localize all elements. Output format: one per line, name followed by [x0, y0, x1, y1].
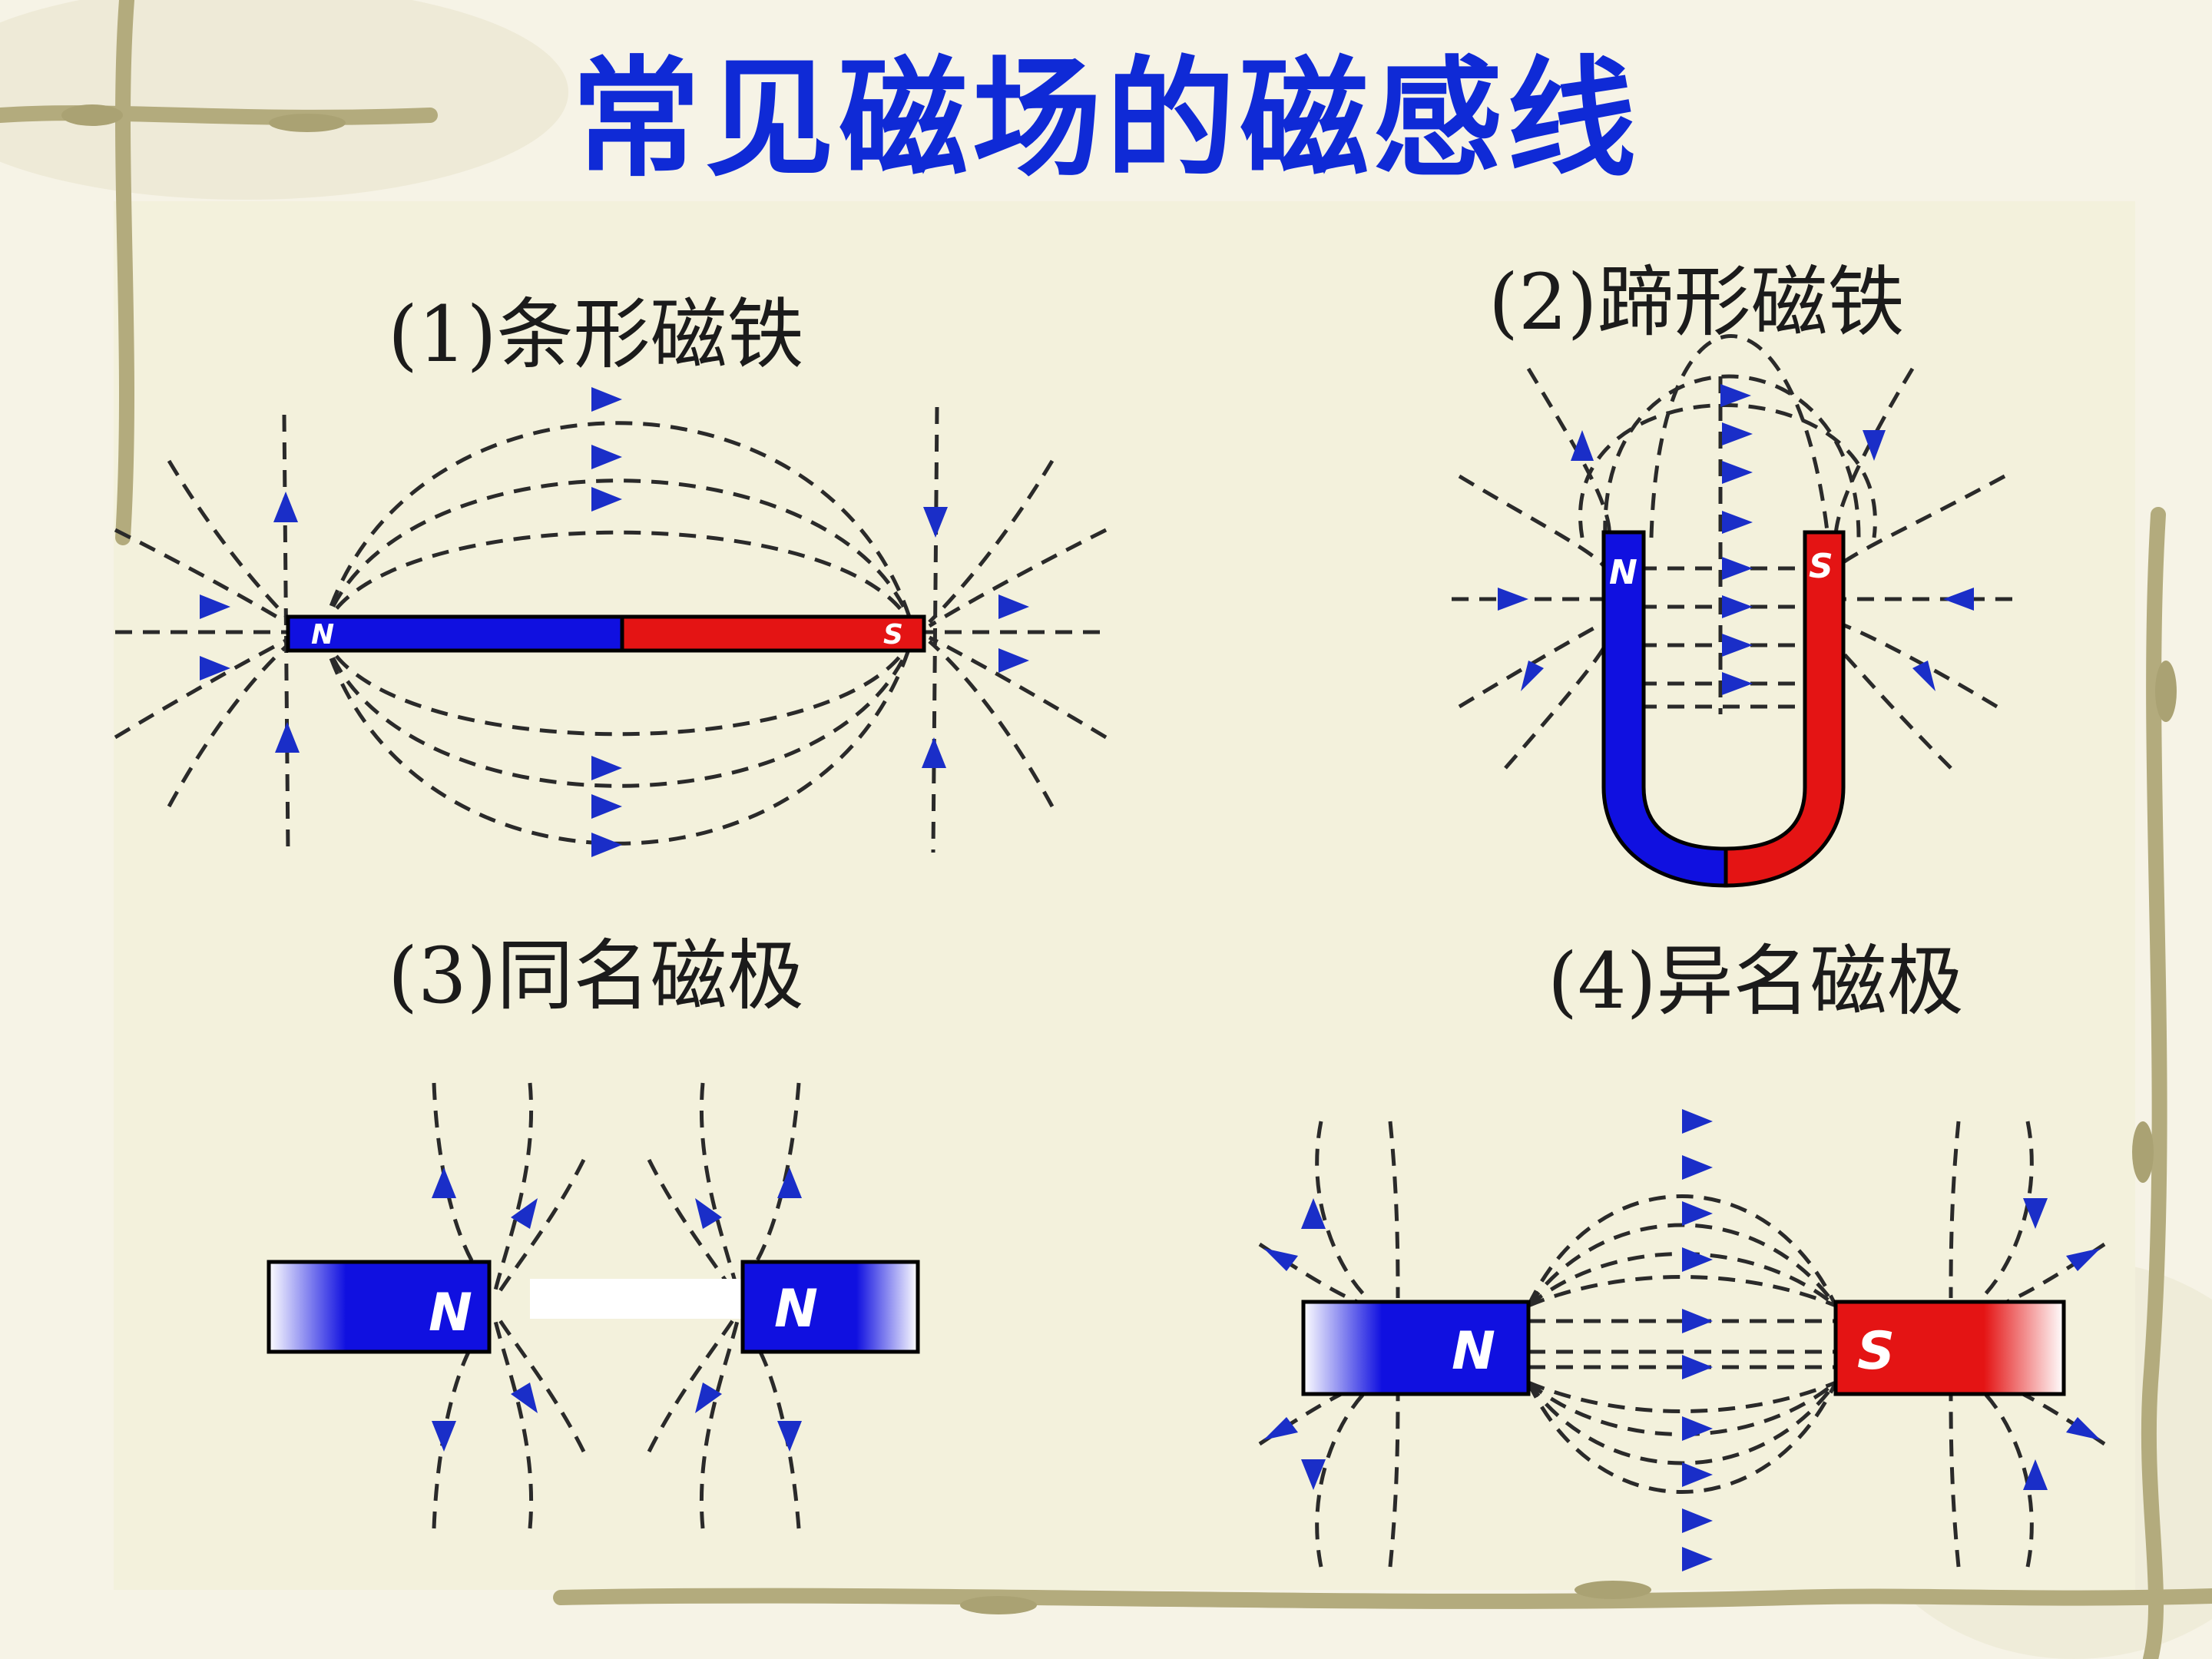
slide-title: 常见磁场的磁感线: [571, 42, 1641, 194]
horseshoe-magnet: N S: [1601, 530, 1846, 888]
bar-magnet-south-half: [620, 614, 926, 653]
like-left-pole-n: N: [429, 1283, 472, 1343]
unlike-pole-magnets: N S: [1301, 1300, 2066, 1396]
horseshoe-south-arm: [1724, 530, 1846, 888]
unlike-left-magnet: [1301, 1300, 1531, 1396]
horseshoe-pole-n: N: [1609, 553, 1637, 592]
field-arrows-horseshoe-magnet: [1498, 384, 1974, 695]
like-gap: [530, 1279, 745, 1319]
unlike-right-magnet: [1833, 1300, 2066, 1396]
bar-magnet-north-half: [286, 614, 624, 653]
panel-label-like-poles: (3)同名磁极: [388, 931, 804, 1021]
like-right-pole-n: N: [774, 1279, 818, 1339]
like-pole-magnets: N N: [267, 1260, 920, 1354]
bar-magnet-pole-s: S: [883, 619, 903, 651]
like-left-magnet: [267, 1260, 492, 1354]
field-arrows-unlike-poles: [1263, 1109, 2101, 1571]
like-right-magnet: [740, 1260, 920, 1354]
unlike-left-pole-n: N: [1452, 1321, 1495, 1382]
bar-magnet: N S: [286, 614, 926, 653]
field-lines-horseshoe-magnet: [1452, 334, 2012, 770]
panel-unlike-poles: (4)异名磁极: [1258, 936, 2106, 1571]
horseshoe-pole-s: S: [1809, 547, 1833, 586]
panel-label-unlike-poles: (4)异名磁极: [1548, 936, 1964, 1026]
panel-label-horseshoe-magnet: (2)蹄形磁铁: [1488, 257, 1905, 347]
bar-magnet-pole-n: N: [311, 619, 334, 651]
panel-horseshoe-magnet: (2)蹄形磁铁: [1452, 257, 2012, 888]
field-arrows-like-poles: [432, 1167, 802, 1452]
panel-like-poles: (3)同名磁极: [267, 931, 920, 1529]
decorative-vine-leaves: [61, 104, 2177, 1614]
field-arrows-bar-magnet: [200, 387, 1029, 857]
diagram-panel: [114, 201, 2135, 1590]
panel-label-bar-magnet: (1)条形磁铁: [388, 290, 804, 379]
panel-bar-magnet: (1)条形磁铁: [114, 290, 1108, 857]
unlike-right-pole-s: S: [1857, 1321, 1895, 1382]
